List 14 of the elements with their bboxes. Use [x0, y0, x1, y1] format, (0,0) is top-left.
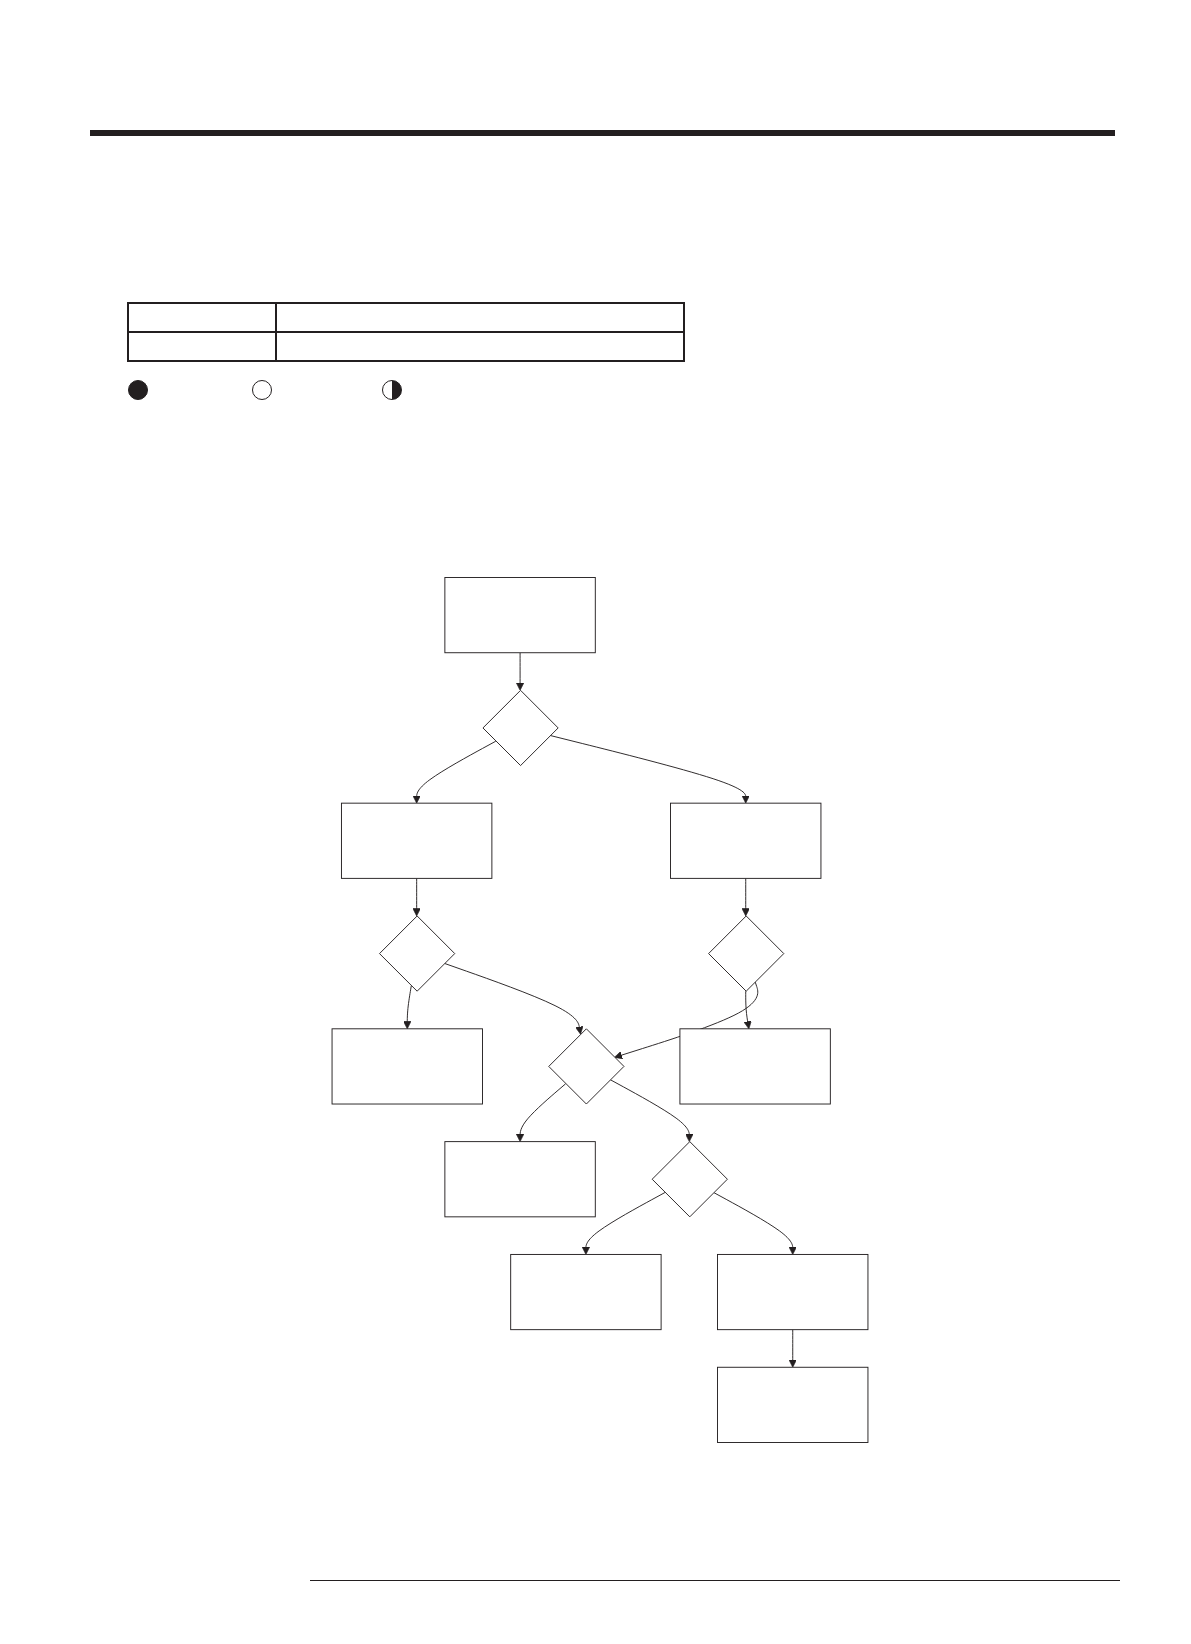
node-box	[717, 1366, 869, 1443]
node-box	[331, 1028, 483, 1105]
node-box	[444, 1141, 596, 1218]
node-diamond	[379, 915, 456, 992]
node-diamond	[708, 915, 785, 992]
node-diamond	[482, 689, 559, 767]
node-box	[444, 577, 596, 654]
node-box	[679, 1028, 831, 1105]
node-box	[340, 802, 493, 879]
node-box	[717, 1253, 869, 1331]
node-box	[670, 802, 822, 879]
node-box	[510, 1253, 662, 1331]
node-diamond	[651, 1141, 728, 1218]
node-diamond	[548, 1028, 625, 1105]
